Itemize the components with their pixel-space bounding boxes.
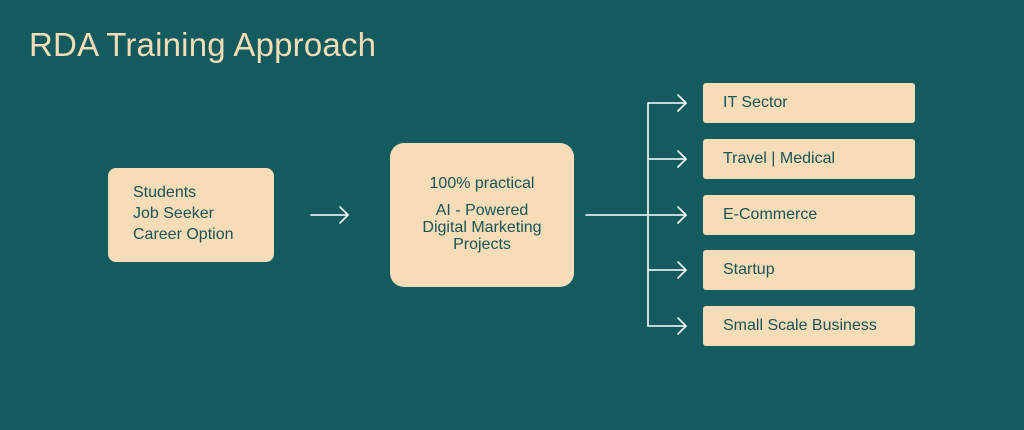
target-box-small-scale-business: Small Scale Business (703, 306, 915, 346)
arrow-to-target-5 (647, 317, 687, 335)
arrow-to-target-1 (647, 94, 687, 112)
page-title: RDA Training Approach (29, 26, 377, 63)
target-box-startup: Startup (703, 250, 915, 290)
center-line-projects: Projects (453, 236, 511, 253)
center-body: AI - Powered Digital Marketing Projects (390, 202, 574, 253)
center-line-ai-powered: AI - Powered (435, 202, 529, 219)
arrow-to-target-3 (647, 206, 687, 224)
arrow-to-target-2 (647, 150, 687, 168)
target-box-travel-medical: Travel | Medical (703, 139, 915, 179)
arrow-source-to-center (310, 206, 349, 224)
center-box: 100% practical AI - Powered Digital Mark… (390, 143, 574, 287)
source-box: Students Job Seeker Career Option (108, 168, 274, 262)
source-line-job-seeker: Job Seeker (133, 205, 214, 222)
source-line-career-option: Career Option (133, 226, 234, 243)
target-box-e-commerce: E-Commerce (703, 195, 915, 235)
source-line-students: Students (133, 184, 197, 201)
arrow-to-target-4 (647, 261, 687, 279)
target-box-it-sector: IT Sector (703, 83, 915, 123)
center-line-digital-marketing: Digital Marketing (422, 219, 542, 236)
center-headline: 100% practical (429, 175, 535, 192)
